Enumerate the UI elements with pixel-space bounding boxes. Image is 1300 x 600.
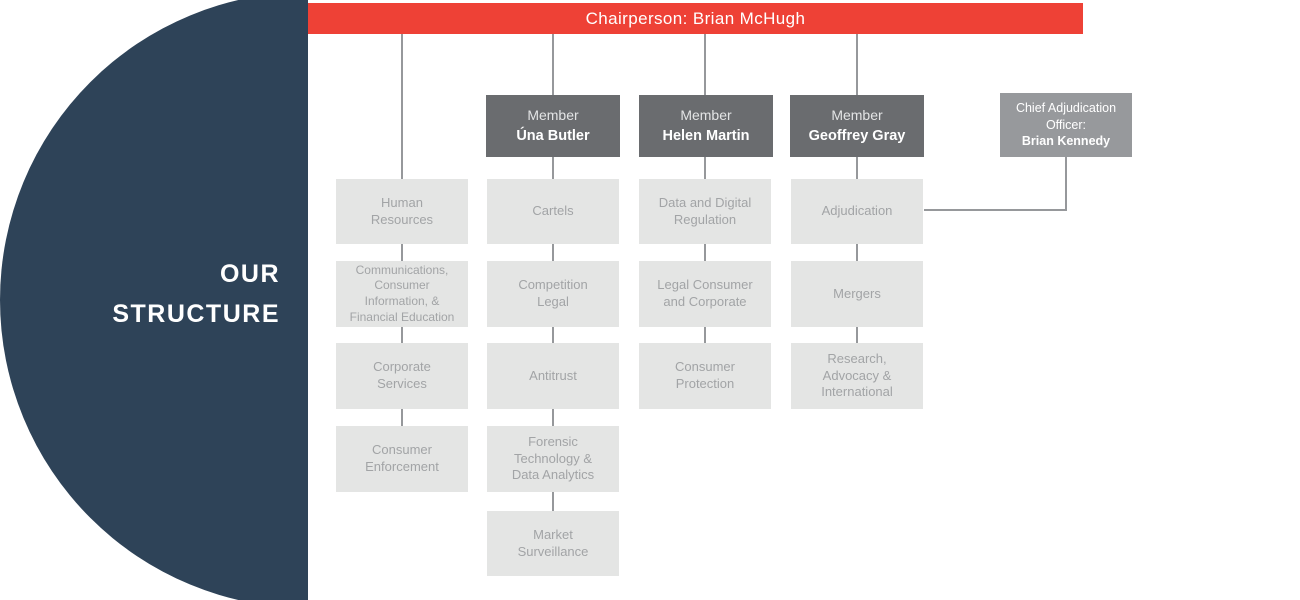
officer-title: Chief Adjudication Officer: [1015,101,1117,132]
dept-box-competition-legal: Competition Legal [487,261,619,327]
chief-adjudication-officer-box: Chief Adjudication Officer: Brian Kenned… [1000,93,1132,157]
dept-box-communications: Communications, Consumer Information, & … [336,261,468,327]
dept-box-forensic-technology: Forensic Technology & Data Analytics [487,426,619,492]
member-name: Úna Butler [516,127,590,144]
dept-box-market-surveillance: Market Surveillance [487,511,619,576]
semicircle-panel: OUR STRUCTURE [0,0,308,600]
member-role: Member [527,107,579,124]
member-role: Member [831,107,883,124]
chairperson-banner: Chairperson: Brian McHugh [308,3,1083,34]
dept-box-corporate-services: Corporate Services [336,343,468,409]
member-name: Geoffrey Gray [808,127,906,144]
dept-box-antitrust: Antitrust [487,343,619,409]
member-box-geoffrey-gray: Member Geoffrey Gray [790,95,924,157]
member-box-helen-martin: Member Helen Martin [639,95,773,157]
member-box-una-butler: Member Úna Butler [486,95,620,157]
dept-box-data-digital-regulation: Data and Digital Regulation [639,179,771,244]
dept-box-consumer-enforcement: Consumer Enforcement [336,426,468,492]
page-title: OUR STRUCTURE [112,260,280,328]
dept-box-consumer-protection: Consumer Protection [639,343,771,409]
dept-box-mergers: Mergers [791,261,923,327]
chairperson-label: Chairperson: Brian McHugh [585,8,806,28]
dept-box-legal-consumer-corporate: Legal Consumer and Corporate [639,261,771,327]
connector-line-officer-vertical [1065,157,1067,211]
dept-box-adjudication: Adjudication [791,179,923,244]
member-role: Member [680,107,732,124]
dept-box-cartels: Cartels [487,179,619,244]
dept-box-research-advocacy-international: Research, Advocacy & International [791,343,923,409]
officer-name: Brian Kennedy [1021,134,1111,149]
member-name: Helen Martin [662,127,750,144]
dept-box-human-resources: Human Resources [336,179,468,244]
connector-line-officer-horizontal [924,209,1067,211]
